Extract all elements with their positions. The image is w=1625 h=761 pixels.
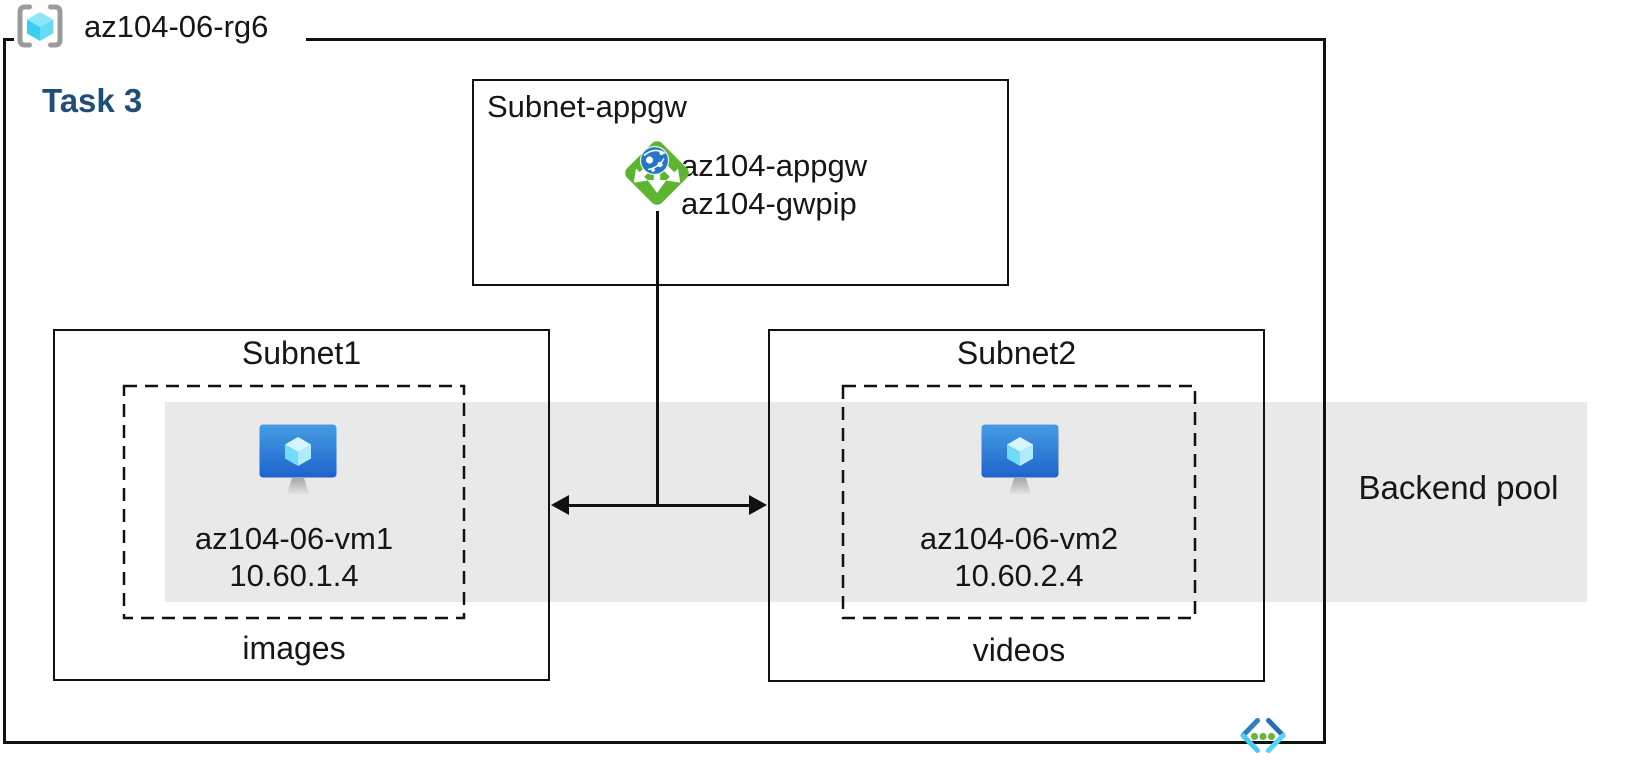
vm1-labels: az104-06-vm1 10.60.1.4	[124, 520, 464, 594]
application-gateway-icon	[625, 141, 689, 205]
application-gateway-pip: az104-gwpip	[681, 186, 857, 221]
vm2-ip: 10.60.2.4	[954, 558, 1084, 593]
resource-group-name: az104-06-rg6	[84, 9, 269, 44]
arrowhead-left-icon	[551, 495, 569, 515]
task-label: Task 3	[42, 82, 143, 119]
virtual-network-icon	[1240, 718, 1286, 753]
vm2-name: az104-06-vm2	[919, 521, 1119, 556]
application-gateway-labels: az104-appgw az104-gwpip	[681, 147, 867, 223]
backend-pool-label: Backend pool	[1358, 469, 1559, 506]
application-gateway-name: az104-appgw	[681, 148, 868, 183]
subnet2-storage-label: videos	[972, 632, 1066, 668]
vm1-name: az104-06-vm1	[194, 521, 394, 556]
subnet1-dashed-box	[122, 384, 466, 620]
resource-group-icon	[17, 4, 63, 48]
vm1-ip: 10.60.1.4	[229, 558, 359, 593]
subnet1-title: Subnet1	[241, 335, 362, 371]
subnet-connector-line	[566, 504, 756, 507]
vm2-labels: az104-06-vm2 10.60.2.4	[843, 520, 1195, 594]
resource-group-label-plate	[14, 30, 306, 52]
subnet2-dashed-box	[841, 384, 1197, 620]
subnet1-box	[53, 329, 550, 681]
subnet2-title: Subnet2	[956, 335, 1077, 371]
resource-group-box	[3, 38, 1326, 744]
backend-pool-band	[165, 402, 1587, 602]
virtual-machine-icon	[981, 424, 1059, 494]
subnet2-box	[768, 329, 1265, 682]
subnet1-storage-label: images	[242, 630, 346, 666]
virtual-machine-icon	[259, 424, 337, 494]
subnet-appgw-box	[472, 79, 1009, 286]
gateway-connector-line	[656, 211, 659, 506]
subnet-appgw-title: Subnet-appgw	[487, 89, 687, 124]
arrowhead-right-icon	[749, 495, 767, 515]
